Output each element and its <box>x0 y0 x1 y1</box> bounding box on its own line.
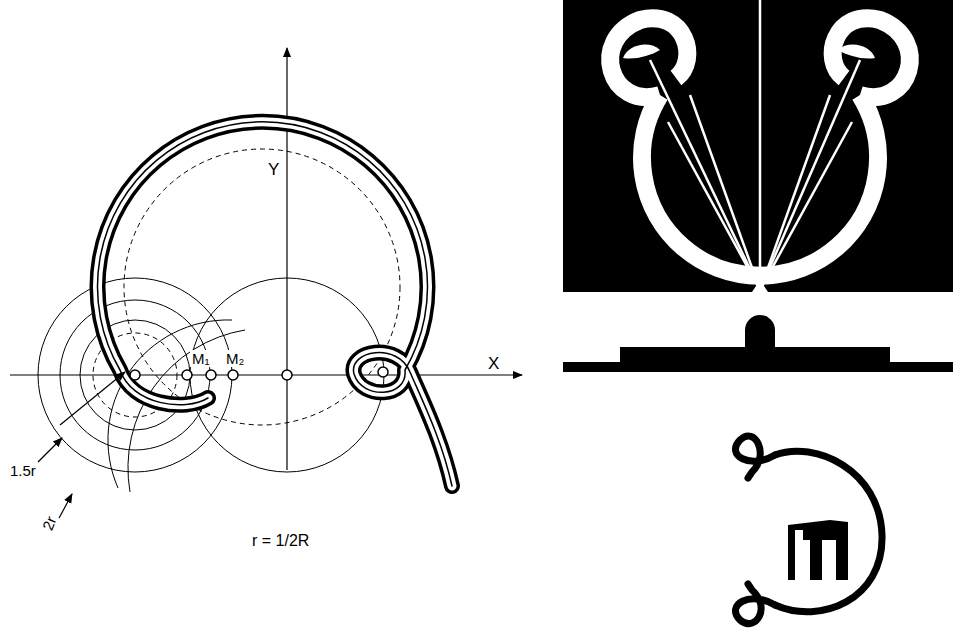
dimension-label: 1.5r <box>8 462 38 479</box>
logo-dark <box>563 0 953 372</box>
point-label: M₁ <box>190 350 212 367</box>
axis-label: X <box>486 354 501 373</box>
point-label: M₂ <box>224 350 246 367</box>
logo-small <box>735 436 882 624</box>
dimension-label: 2r <box>38 512 60 534</box>
axis-label: Y <box>266 160 281 179</box>
formula-label: r = 1/2R <box>250 532 311 550</box>
